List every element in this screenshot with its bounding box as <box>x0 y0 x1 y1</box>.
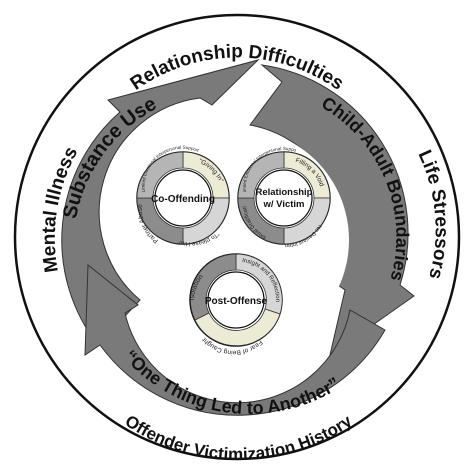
arrow-bottom <box>84 263 386 416</box>
circle-title: Post-Offense <box>205 296 268 307</box>
cycle-co-offending: Co-Offending “Giving In” “To please Him”… <box>136 145 230 246</box>
arrow-left <box>61 59 260 346</box>
cycle-post-offense: Post-Offense Insight and Reflection Fear… <box>189 253 283 356</box>
circle-title: Co-Offending <box>151 194 215 205</box>
circle-title: Relationship <box>255 187 312 198</box>
circle-subtitle: w/ Victim <box>262 199 304 210</box>
